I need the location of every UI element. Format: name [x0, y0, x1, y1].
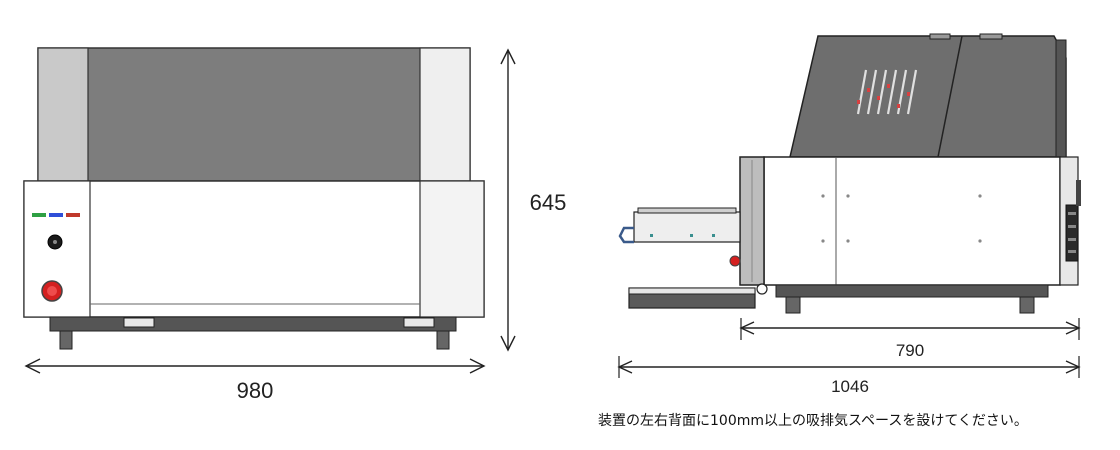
- front-width-dimension: 980: [24, 358, 486, 403]
- front-foot-right: [436, 330, 450, 350]
- front-base: [49, 316, 457, 332]
- side-emergency-button: [729, 255, 741, 267]
- front-top-left-panel: [37, 47, 89, 182]
- vent-grille-accents: [857, 84, 910, 108]
- emergency-stop-highlight: [47, 286, 57, 296]
- side-depth-body-label: 790: [896, 341, 924, 360]
- power-knob-center: [53, 240, 57, 244]
- side-depth-total-label: 1046: [831, 377, 869, 396]
- side-top-back-edge: [1055, 39, 1067, 158]
- front-width-label: 980: [237, 378, 274, 403]
- side-top-tab-left: [929, 33, 951, 40]
- side-tray: [633, 211, 741, 243]
- status-led-red: [66, 213, 80, 217]
- front-lower-body: [23, 180, 485, 318]
- front-top-right-panel: [419, 47, 471, 182]
- side-tray-handle: [618, 226, 634, 244]
- status-led-blue: [49, 213, 63, 217]
- front-height-label: 645: [530, 190, 567, 215]
- side-top-housing: [789, 35, 1067, 158]
- front-base-slot-right: [403, 317, 435, 328]
- side-body-screws: [821, 194, 982, 243]
- side-top-divider: [937, 35, 963, 158]
- side-rear-connector: [1065, 204, 1079, 262]
- side-foot-left: [785, 296, 801, 314]
- front-base-slot-left: [123, 317, 155, 328]
- front-lower-right-panel: [419, 180, 485, 318]
- front-view: [23, 47, 485, 350]
- status-led-green: [32, 213, 46, 217]
- side-depth-total-dimension: 1046: [617, 356, 1081, 396]
- side-rear-fan: [1076, 180, 1081, 206]
- side-top-tab-right: [979, 33, 1003, 40]
- front-foot-left: [59, 330, 73, 350]
- front-height-dimension: 645: [500, 48, 567, 352]
- side-main-body: [763, 156, 1061, 286]
- vent-grille: [856, 69, 918, 115]
- ventilation-note: 装置の左右背面に100mm以上の吸排気スペースを設けてください。: [598, 413, 1028, 429]
- side-view: [618, 33, 1081, 314]
- side-foot-right: [1019, 296, 1035, 314]
- side-hinge: [756, 283, 768, 295]
- front-top-housing: [37, 47, 471, 182]
- side-base: [775, 284, 1049, 298]
- side-tray-top: [637, 207, 737, 214]
- side-depth-body-dimension: 790: [739, 318, 1081, 360]
